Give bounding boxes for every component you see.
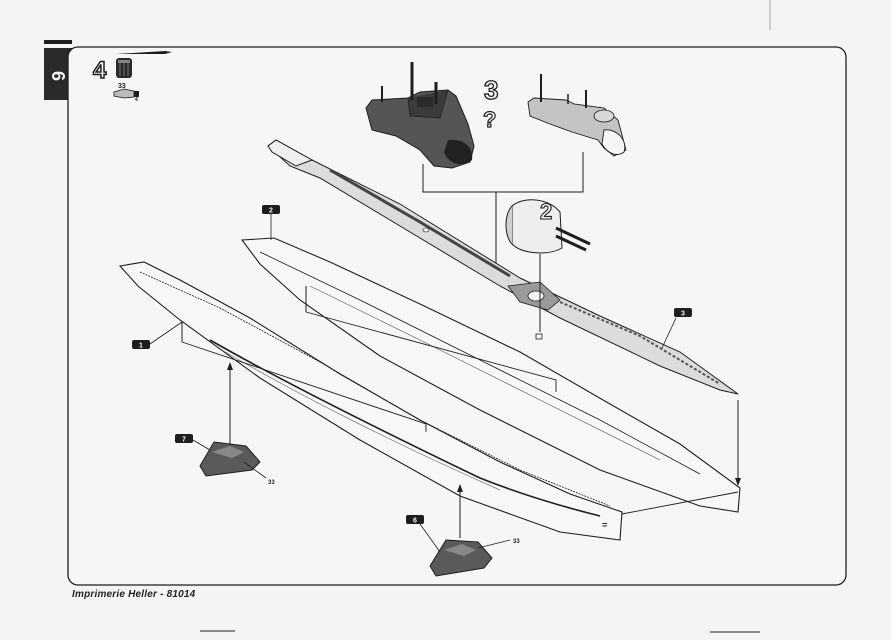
deck-part <box>267 139 739 395</box>
part-number-hull-2: 2 <box>269 208 273 215</box>
part-label-deck: 3 <box>661 308 692 349</box>
part-label-hull-2: 2 <box>262 205 280 240</box>
stand-6-paint: 33 <box>513 539 520 545</box>
section-tab: 6 <box>44 40 72 100</box>
part-label-hull-1: 1 <box>132 321 183 350</box>
stand-part-6: 33 6 <box>406 484 520 577</box>
svg-text:=: = <box>602 520 607 530</box>
stand-7-paint: 33 <box>268 480 275 486</box>
conning-tower-light <box>527 74 627 157</box>
paint-pot-icon <box>116 58 132 78</box>
stand-6-number: 6 <box>413 518 417 525</box>
deck-gun: 2 <box>505 198 591 340</box>
part-number-deck: 3 <box>681 311 685 318</box>
brush-icon <box>116 51 172 54</box>
section-tab-number: 6 <box>48 71 68 81</box>
paint-code: 33 <box>118 83 126 90</box>
option-choice-label: 3 ? <box>482 74 499 132</box>
step-number: 4 <box>93 57 107 84</box>
option-bracket <box>422 152 584 193</box>
stand-part-7: 33 7 <box>175 362 275 486</box>
glue-tube-icon <box>113 88 139 99</box>
conning-tower-dark <box>365 62 475 169</box>
stand-7-number: 7 <box>182 437 186 444</box>
hull-part-2 <box>240 237 741 513</box>
step-header: 4 33 4 <box>92 51 172 103</box>
glue-tool-label: 4 <box>135 97 138 103</box>
option-choice-number: 3 <box>484 75 498 105</box>
footer-imprint: Imprimerie Heller - 81014 <box>72 589 196 600</box>
gun-detail-number: 2 <box>540 199 552 224</box>
option-choice-mark: ? <box>483 107 496 132</box>
hull-part-1: = <box>118 261 623 541</box>
part-number-hull-1: 1 <box>139 343 143 350</box>
